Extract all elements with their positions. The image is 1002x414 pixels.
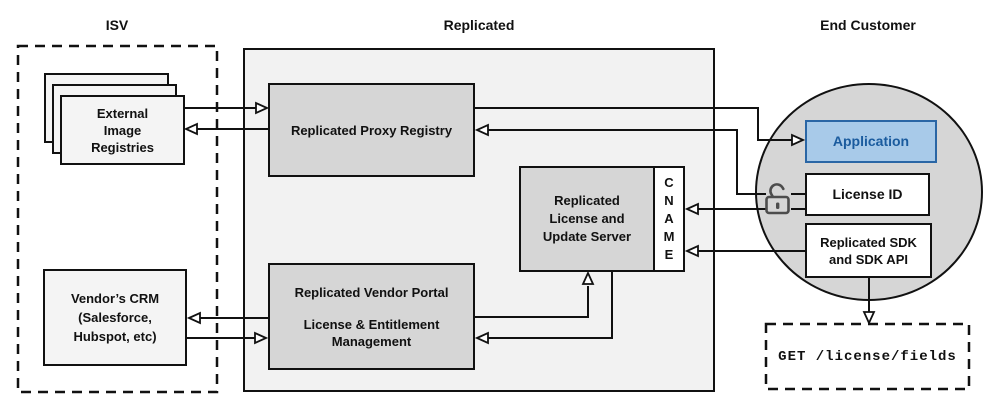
vendor-portal-node: Replicated Vendor Portal License & Entit…: [268, 263, 475, 370]
vendor-portal-title: Replicated Vendor Portal: [294, 284, 449, 300]
proxy-registry-label: Replicated Proxy Registry: [290, 122, 453, 138]
replicated-sdk-node: Replicated SDK and SDK API: [805, 223, 932, 278]
vendor-crm-node: Vendor’s CRM (Salesforce, Hubspot, etc): [43, 269, 187, 366]
vendor-portal-subtitle: License & Entitlement Management: [303, 316, 440, 349]
license-id-label: License ID: [832, 186, 903, 202]
external-image-registries-label: External Image Registries: [91, 105, 154, 155]
license-update-server-label: Replicated License and Update Server: [542, 193, 632, 244]
get-license-fields-node: GET /license/fields: [766, 324, 969, 389]
get-license-fields-label: GET /license/fields: [778, 348, 957, 365]
external-image-registries-node: External Image Registries: [60, 95, 185, 165]
unlock-icon: [765, 183, 790, 215]
license-id-node: License ID: [805, 173, 930, 216]
application-node: Application: [805, 120, 937, 163]
section-title-replicated: Replicated: [443, 17, 515, 33]
proxy-registry-node: Replicated Proxy Registry: [268, 83, 475, 177]
section-title-end-customer: End Customer: [820, 17, 916, 33]
section-title-isv: ISV: [105, 17, 129, 33]
license-update-server-node: Replicated License and Update Server C N…: [519, 166, 685, 272]
cname-strip: C N A M E: [653, 168, 683, 270]
replicated-sdk-label: Replicated SDK and SDK API: [820, 234, 917, 267]
application-label: Application: [832, 133, 910, 149]
vendor-crm-label: Vendor’s CRM (Salesforce, Hubspot, etc): [70, 291, 160, 344]
